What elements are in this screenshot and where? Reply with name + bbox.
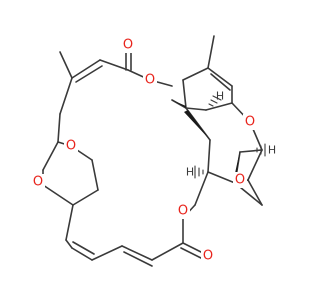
hydrogen-label: H — [268, 144, 276, 157]
oxygen-label: O — [123, 38, 133, 53]
atom-labels: O O O O O O O O H H H — [31, 37, 276, 264]
oxygen-label: O — [235, 173, 245, 188]
oxygen-label: O — [203, 249, 213, 264]
oxygen-label: O — [66, 139, 76, 154]
wedge-bond — [172, 100, 186, 108]
oxygen-label: O — [178, 204, 188, 219]
molecule-drawing: O O O O O O O O H H H — [31, 35, 276, 267]
stereo-wedges — [172, 100, 240, 180]
macrocycle-bonds — [42, 48, 204, 267]
stereo-hashes — [194, 95, 266, 179]
structure-canvas: O O O O O O O O H H H — [31, 35, 276, 267]
hydrogen-label: H — [216, 90, 224, 103]
oxygen-label: O — [245, 115, 255, 130]
hydrogen-label: H — [186, 166, 194, 179]
oxygen-label: O — [33, 175, 43, 190]
wedge-bond — [184, 110, 210, 140]
oxygen-label: O — [145, 73, 155, 88]
